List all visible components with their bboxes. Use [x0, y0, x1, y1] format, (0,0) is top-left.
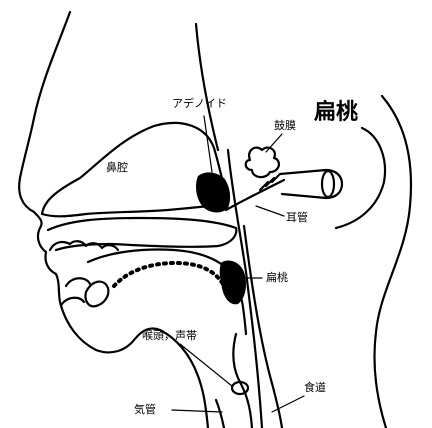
eardrum-cluster: [246, 148, 279, 178]
leader-line-larynx: [180, 344, 232, 386]
label-esophagus: 食道: [304, 382, 326, 393]
label-tonsil: 扁桃: [266, 272, 288, 283]
label-eardrum: 鼓膜: [274, 120, 296, 131]
label-trachea: 気管: [134, 404, 156, 415]
trachea-front-wall: [216, 400, 224, 428]
leader-line-trachea: [172, 410, 222, 412]
label-larynx-vocal-cords: 喉頭，声帯: [142, 330, 197, 341]
leader-line-adenoid: [204, 116, 212, 172]
epiglottis: [233, 334, 252, 428]
tonsil-shape: [220, 260, 246, 304]
tongue-ridge-dashes: [114, 263, 228, 300]
label-nasal-cavity: 鼻腔: [106, 162, 128, 173]
outer-ear-outline: [336, 128, 385, 228]
ear-canal-opening: [322, 171, 334, 197]
diagram-title: 扁桃: [314, 102, 358, 124]
label-eustachian-tube: 耳管: [286, 212, 308, 223]
leader-line-eustachian: [256, 206, 284, 216]
pharynx-anterior-wall: [244, 226, 282, 428]
label-adenoid: アデノイド: [172, 98, 227, 109]
lower-teeth: [85, 282, 108, 307]
palate-outline: [48, 218, 236, 250]
spine-outline: [196, 24, 218, 150]
